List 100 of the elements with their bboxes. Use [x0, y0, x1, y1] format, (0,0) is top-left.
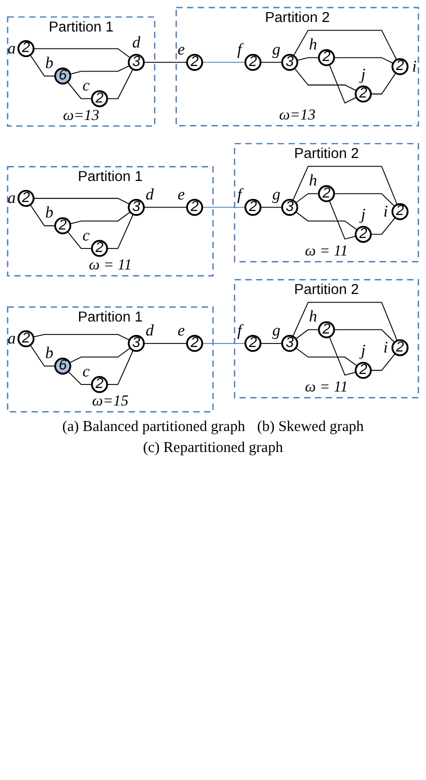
node-letter: j — [361, 342, 366, 360]
node-circle: 3 — [281, 54, 298, 71]
connector — [295, 211, 358, 230]
node-circle: 2 — [186, 54, 204, 71]
node-letter: e — [178, 41, 185, 58]
connector — [292, 166, 398, 206]
node-letter: h — [309, 172, 318, 190]
node-letter: d — [146, 322, 154, 340]
node-circle: 2 — [354, 86, 372, 102]
node-letter: j — [361, 66, 366, 84]
node-letter: j — [361, 206, 366, 224]
weight-label: ω = 11 — [88, 256, 132, 274]
connector — [143, 342, 188, 344]
node-letter: f — [237, 322, 242, 340]
node-circle: 2 — [91, 90, 108, 108]
panel-caption: (a) Balanced partitioned graph — [62, 419, 246, 436]
node-circle: 2 — [244, 198, 262, 216]
node-letter: g — [272, 322, 280, 340]
connector — [295, 329, 320, 340]
connector — [202, 62, 246, 63]
connector — [292, 302, 398, 342]
node-circle: 2 — [17, 190, 34, 207]
node-letter: i — [383, 340, 388, 357]
node-circle: 6 — [54, 358, 72, 375]
node-letter: a — [8, 40, 16, 58]
connector — [30, 54, 56, 76]
node-circle: 2 — [318, 321, 335, 338]
connector — [293, 30, 398, 60]
node-circle: 2 — [244, 334, 262, 352]
node-letter: g — [272, 41, 280, 58]
node-letter: c — [82, 363, 90, 380]
node-letter: h — [309, 308, 318, 326]
node-letter: e — [178, 322, 185, 340]
connector — [67, 231, 92, 249]
node-circle: 2 — [318, 185, 335, 202]
node-letter: i — [412, 58, 417, 76]
connector — [67, 81, 92, 100]
node-letter: b — [45, 345, 54, 362]
connector — [33, 198, 130, 204]
node-circle: 2 — [392, 203, 409, 220]
connector — [328, 200, 356, 240]
connector — [70, 211, 131, 224]
connector — [295, 193, 320, 204]
node-letter: e — [178, 186, 185, 204]
node-letter: h — [309, 36, 318, 54]
connector — [328, 64, 357, 104]
connector — [334, 57, 394, 64]
connector — [260, 62, 283, 63]
node-circle: 2 — [392, 339, 409, 356]
weight-label: ω = 11 — [305, 378, 348, 396]
node-circle: 2 — [354, 362, 372, 379]
node-circle: 3 — [128, 54, 145, 71]
node-circle: 3 — [281, 334, 298, 352]
weight-label: ω = 11 — [305, 242, 348, 260]
node-circle: 2 — [54, 217, 72, 234]
node-circle: 2 — [186, 334, 204, 352]
node-letter: c — [82, 78, 90, 95]
node-circle: 3 — [128, 334, 145, 352]
node-circle: 3 — [128, 198, 145, 216]
connector — [30, 204, 56, 226]
connector — [295, 347, 358, 366]
node-circle: 2 — [91, 376, 108, 393]
connector — [334, 329, 396, 343]
weight-label: ω=15 — [92, 392, 128, 410]
panel-caption: (b) Skewed graph — [257, 419, 364, 436]
connector — [260, 342, 283, 344]
node-letter: d — [132, 34, 140, 52]
connector — [68, 371, 92, 385]
node-circle: 2 — [318, 49, 335, 66]
node-letter: f — [237, 186, 242, 204]
connector — [70, 65, 130, 75]
connector — [106, 214, 134, 249]
node-letter: g — [272, 186, 280, 204]
connector — [370, 72, 396, 94]
node-circle: 2 — [244, 54, 262, 71]
weight-label: ω=13 — [62, 106, 100, 124]
connector — [106, 350, 134, 385]
node-letter: a — [8, 330, 16, 348]
node-letter: d — [146, 186, 154, 204]
node-letter: c — [82, 227, 90, 244]
connector — [260, 206, 283, 208]
node-letter: b — [45, 55, 54, 72]
connector — [30, 344, 56, 367]
node-circle: 6 — [54, 68, 72, 85]
node-letter: a — [8, 190, 16, 208]
node-circle: 2 — [392, 58, 409, 76]
connector — [370, 217, 396, 235]
connector — [32, 334, 130, 341]
connector — [296, 57, 320, 61]
node-circle: 3 — [281, 198, 298, 216]
node-letter: b — [45, 204, 54, 222]
weight-label: ω=13 — [279, 106, 316, 124]
connector — [143, 206, 188, 208]
connector — [106, 68, 134, 100]
connector — [33, 48, 131, 58]
connector — [202, 342, 246, 344]
node-letter: i — [383, 204, 388, 220]
connector — [334, 193, 396, 207]
node-circle: 2 — [91, 240, 108, 257]
connector — [370, 353, 396, 371]
